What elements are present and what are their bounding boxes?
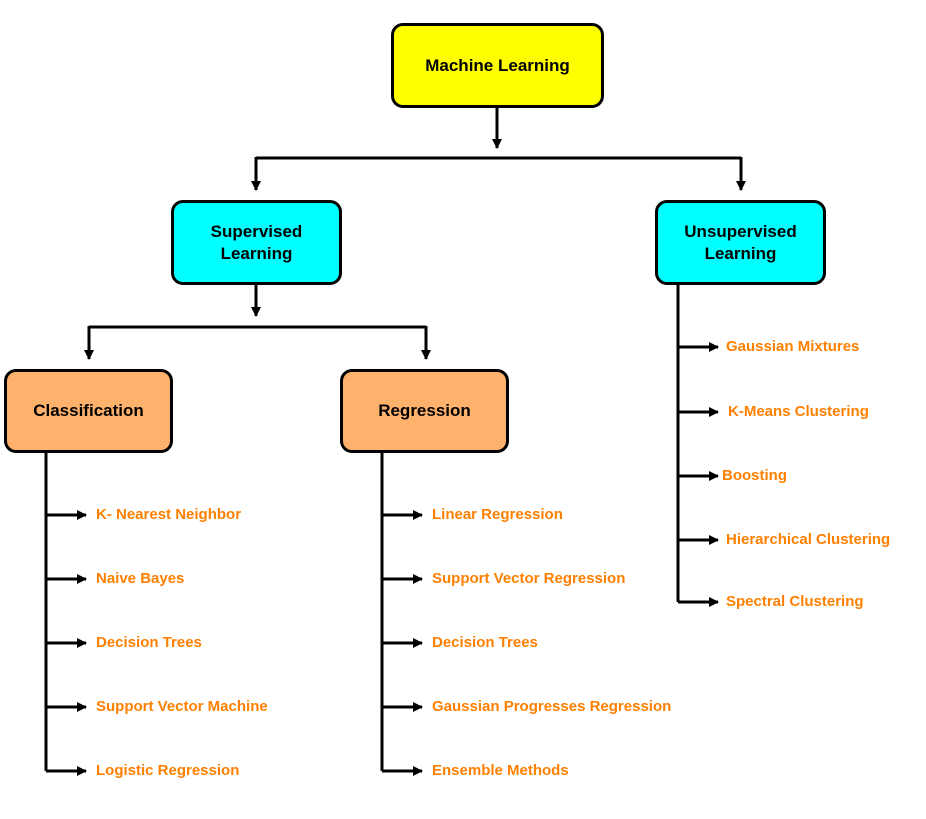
regression-item: Support Vector Regression: [432, 570, 626, 587]
classification-item: Naive Bayes: [96, 570, 185, 587]
classification-node: Classification: [4, 369, 173, 453]
unsupervised-item: K-Means Clustering: [728, 403, 869, 420]
machine-learning-node: Machine Learning: [391, 23, 604, 108]
supervised-connector: [84, 285, 431, 360]
classification-item: K- Nearest Neighbor: [96, 506, 242, 523]
unsupervised-item: Spectral Clustering: [726, 593, 864, 610]
leaf-arrows: [46, 342, 719, 776]
classification-item: Support Vector Machine: [96, 698, 268, 715]
regression-item: Ensemble Methods: [432, 762, 569, 779]
leaf-trunks: [44, 285, 680, 771]
root-connector: [251, 108, 746, 191]
classification-item: Logistic Regression: [96, 762, 240, 779]
unsupervised-learning-node: Unsupervised Learning: [655, 200, 826, 285]
unsupervised-item: Gaussian Mixtures: [726, 338, 860, 355]
regression-item: Linear Regression: [432, 506, 563, 523]
regression-item: Decision Trees: [432, 634, 538, 651]
regression-item: Gaussian Progresses Regression: [432, 698, 672, 715]
unsupervised-item: Hierarchical Clustering: [726, 531, 891, 548]
regression-node: Regression: [340, 369, 509, 453]
unsupervised-item: Boosting: [722, 467, 787, 484]
supervised-learning-node: Supervised Learning: [171, 200, 342, 285]
classification-item: Decision Trees: [96, 634, 202, 651]
